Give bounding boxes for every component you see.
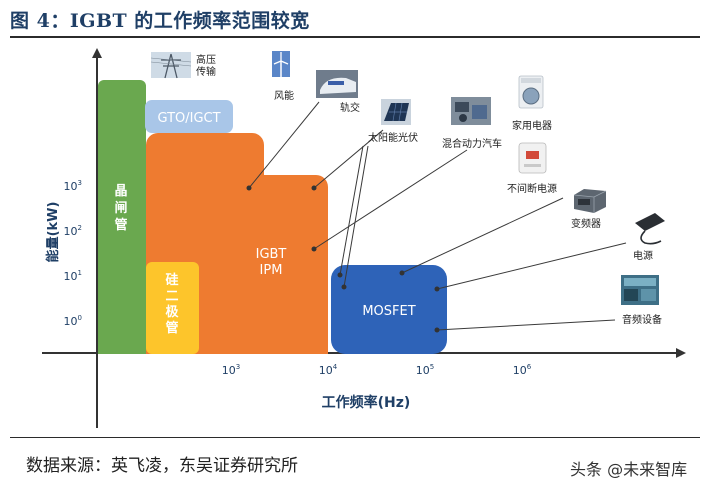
y-tick-label: 100 bbox=[64, 314, 82, 328]
leader-audio bbox=[436, 319, 616, 331]
leader-dot-solar-igbt bbox=[311, 185, 317, 191]
region-mosfet bbox=[331, 265, 447, 354]
app-label-ups: 不间断电源 bbox=[507, 182, 557, 195]
app-label-inverter: 变频器 bbox=[571, 217, 601, 230]
region-diode bbox=[146, 262, 199, 354]
y-tick-label: 101 bbox=[64, 269, 82, 283]
region-gto-igct bbox=[145, 100, 233, 133]
y-tick-label: 102 bbox=[64, 224, 82, 238]
solar-panel-icon bbox=[381, 99, 411, 125]
x-tick-label: 103 bbox=[222, 363, 240, 377]
leader-dot-solar-mos-1 bbox=[337, 272, 343, 278]
app-label-solar: 太阳能光伏 bbox=[368, 131, 418, 144]
region-label-gto-igct: GTO/IGCT bbox=[157, 111, 220, 126]
power-tower-icon bbox=[150, 52, 192, 79]
app-label-hv: 高压传输 bbox=[196, 53, 216, 78]
region-thyristor bbox=[98, 80, 146, 354]
leader-dot-solar-mos-2 bbox=[341, 284, 347, 290]
x-tick-label: 106 bbox=[513, 363, 532, 377]
app-label-rail: 轨交 bbox=[340, 101, 360, 114]
app-label-appliance: 家用电器 bbox=[512, 119, 552, 132]
bottom-divider bbox=[10, 437, 700, 438]
leader-psu bbox=[436, 242, 627, 290]
region-label-mosfet: MOSFET bbox=[362, 304, 415, 319]
leader-dot-hybrid bbox=[311, 246, 317, 252]
y-axis-title: 能量(kW) bbox=[45, 202, 61, 263]
figure-title: 图 4：IGBT 的工作频率范围较宽 bbox=[10, 10, 310, 32]
app-label-hybrid: 混合动力汽车 bbox=[442, 137, 502, 150]
leader-inverter bbox=[401, 197, 564, 274]
leader-dot-inverter bbox=[399, 270, 405, 276]
train-icon bbox=[316, 70, 358, 98]
x-tick-label: 104 bbox=[319, 363, 338, 377]
leader-dot-psu bbox=[434, 286, 440, 292]
wind-turbine-icon bbox=[272, 51, 290, 77]
leader-dot-audio bbox=[434, 327, 440, 333]
app-label-wind: 风能 bbox=[274, 89, 294, 102]
leader-dot-rail bbox=[246, 185, 252, 191]
app-label-psu: 电源 bbox=[633, 249, 653, 262]
top-divider bbox=[10, 36, 700, 38]
leader-rail bbox=[248, 101, 320, 189]
source-note: 数据来源：英飞凌，东吴证券研究所 bbox=[26, 456, 298, 476]
leader-solar-mos-1 bbox=[339, 145, 364, 276]
power-adapter-icon bbox=[635, 213, 665, 245]
leader-hybrid bbox=[313, 149, 468, 250]
app-label-audio: 音频设备 bbox=[622, 313, 662, 326]
inverter-icon bbox=[573, 189, 607, 213]
washing-machine-icon bbox=[518, 75, 544, 109]
y-tick-label: 103 bbox=[64, 179, 82, 193]
x-axis-title: 工作频率(Hz) bbox=[322, 394, 411, 411]
watermark: 头条 @未来智库 bbox=[570, 460, 688, 479]
leader-solar-igbt bbox=[313, 129, 384, 189]
region-label-thyristor: 晶闸管 bbox=[114, 184, 127, 233]
leader-solar-mos-2 bbox=[343, 145, 369, 288]
region-label-diode: 硅二极管 bbox=[165, 272, 179, 336]
audio-device-icon bbox=[621, 275, 659, 305]
engine-icon bbox=[451, 97, 491, 125]
ups-icon bbox=[518, 142, 547, 174]
x-tick-label: 105 bbox=[416, 363, 434, 377]
